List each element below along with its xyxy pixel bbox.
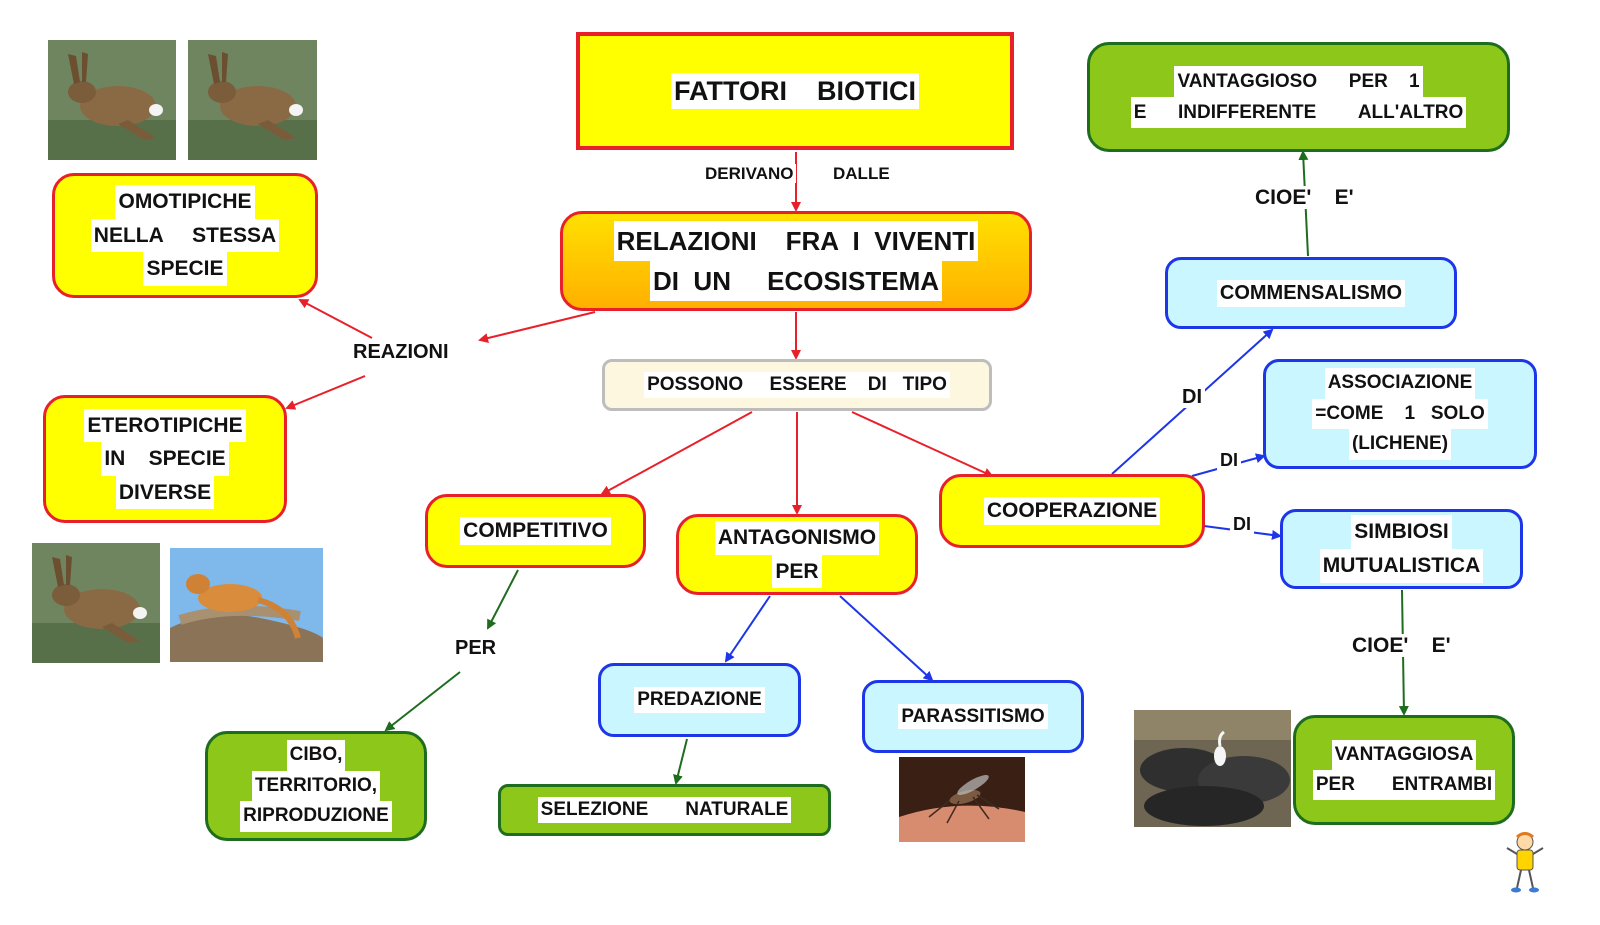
node-competitivo: COMPETITIVO: [425, 494, 646, 568]
line-relazioni-reazioni: [478, 311, 596, 343]
label-cioe-bottom: CIOE' E': [1349, 634, 1454, 658]
mosquito-photo: [899, 757, 1025, 842]
label-derivano: DERIVANO: [702, 164, 797, 184]
node-relazioni: RELAZIONI FRA I VIVENTI DI UN ECOSISTEMA: [560, 211, 1032, 311]
node-possono: POSSONO ESSERE DI TIPO: [602, 359, 992, 411]
node-cibo: CIBO, TERRITORIO, RIPRODUZIONE: [205, 731, 427, 841]
node-omotipiche: OMOTIPICHE NELLA STESSA SPECIE: [52, 173, 318, 298]
node-selezione: SELEZIONE NATURALE: [498, 784, 831, 836]
node-antagonismo: ANTAGONISMO PER: [676, 514, 918, 595]
hare-photo-3: [32, 543, 160, 663]
label-dalle: DALLE: [830, 164, 893, 184]
arrow-predazione-selezione: [673, 738, 688, 785]
node-vantaggiosa: VANTAGGIOSA PER ENTRAMBI: [1293, 715, 1515, 825]
puma-photo: [170, 548, 323, 662]
title-node: FATTORI BIOTICI: [576, 32, 1014, 150]
arrow-antagonismo-predazione: [724, 595, 771, 663]
label-di-commensalismo: DI: [1179, 386, 1205, 409]
node-commensalismo: COMMENSALISMO: [1165, 257, 1457, 329]
label-di-associazione: DI: [1217, 450, 1241, 471]
node-parassitismo: PARASSITISMO: [862, 680, 1084, 753]
arrow-per-cibo: [384, 671, 461, 732]
node-cooperazione: COOPERAZIONE: [939, 474, 1205, 548]
hare-photo-1: [48, 40, 176, 160]
arrow-reazioni-eterotipiche: [285, 375, 366, 410]
node-eterotipiche: ETEROTIPICHE IN SPECIE DIVERSE: [43, 395, 287, 523]
arrow-possono-competitivo: [600, 411, 753, 495]
egret-and-cattle-photo: [1134, 710, 1291, 827]
hare-photo-2: [188, 40, 317, 160]
node-simbiosi: SIMBIOSI MUTUALISTICA: [1280, 509, 1523, 589]
label-di-simbiosi: DI: [1230, 514, 1254, 535]
node-associazione: ASSOCIAZIONE =COME 1 SOLO (LICHENE): [1263, 359, 1537, 469]
title-text: FATTORI BIOTICI: [671, 72, 919, 110]
label-per: PER: [452, 637, 500, 660]
arrow-possono-cooperazione: [851, 411, 994, 478]
node-predazione: PREDAZIONE: [598, 663, 801, 737]
node-vantaggioso: VANTAGGIOSO PER 1 E INDIFFERENTE ALL'ALT…: [1087, 42, 1510, 152]
label-cioe-top: CIOE' E': [1252, 186, 1357, 210]
arrow-antagonismo-parassitismo: [839, 595, 934, 682]
label-reazioni: REAZIONI: [350, 341, 452, 364]
line-competitivo-per: [487, 569, 519, 630]
arrow-reazioni-omotipiche: [298, 299, 373, 339]
mascot-figure: [1503, 832, 1547, 894]
